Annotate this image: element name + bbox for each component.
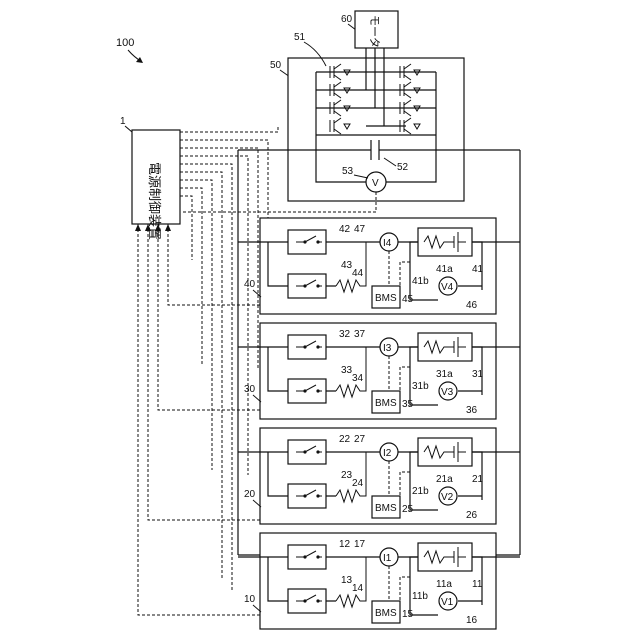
ammeter-ref: 27 (354, 434, 366, 445)
battery-ref: 41 (472, 264, 484, 275)
voltmeter-ref: 26 (466, 510, 478, 521)
controller-ref: 1 (120, 116, 126, 127)
cell-b-ref: 31b (412, 381, 429, 392)
voltmeter-ref: 46 (466, 300, 478, 311)
cell-b-ref: 41b (412, 276, 429, 287)
resistor-ref: 14 (352, 583, 364, 594)
voltmeter-symbol: V2 (441, 492, 454, 503)
module-ref: 30 (244, 384, 256, 395)
resistor-ref: 34 (352, 373, 364, 384)
battery-module-40: 40 42 47 I4 43 44 BMS 45 V4 46 41a 41b 4… (238, 218, 520, 314)
ammeter-symbol: I3 (383, 343, 392, 354)
main-switch-ref: 42 (339, 224, 351, 235)
bridge-ref: 51 (294, 32, 306, 43)
bms-label: BMS (375, 398, 397, 409)
voltmeter-ref: 53 (342, 166, 354, 177)
module-ref: 10 (244, 594, 256, 605)
module-ref: 40 (244, 279, 256, 290)
voltmeter-ref: 36 (466, 405, 478, 416)
voltmeter-symbol: V1 (441, 597, 454, 608)
cell-a-ref: 31a (436, 369, 453, 380)
cell-a-ref: 11a (436, 579, 452, 590)
battery-ref: 31 (472, 369, 484, 380)
battery-module-30: 30 32 37 I3 33 34 BMS 35 V3 36 31a 31b 3… (238, 323, 520, 419)
ammeter-ref: 37 (354, 329, 366, 340)
motor-ref: 60 (341, 14, 353, 25)
ammeter-symbol: I4 (383, 238, 392, 249)
ammeter-ref: 17 (354, 539, 366, 550)
controller-ref-leader (125, 126, 132, 132)
cell-a-ref: 21a (436, 474, 453, 485)
resistor-ref: 44 (352, 268, 364, 279)
bms-label: BMS (375, 293, 397, 304)
module-ref: 20 (244, 489, 256, 500)
battery-module-20: 20 22 27 I2 23 24 BMS 25 V2 26 21a 21b 2… (238, 428, 520, 524)
system-ref-arrowhead (136, 57, 143, 63)
cell-a-ref: 41a (436, 264, 453, 275)
resistor-ref: 24 (352, 478, 364, 489)
battery-ref: 21 (472, 474, 484, 485)
voltmeter-symbol: V3 (441, 387, 454, 398)
battery-module-10: 10 12 17 I1 13 14 BMS 15 V1 16 11a 11b 1… (238, 533, 520, 629)
ammeter-symbol: I1 (383, 553, 392, 564)
inverter-ref: 50 (270, 60, 282, 71)
precharge-switch-ref: 33 (341, 365, 353, 376)
main-switch-ref: 12 (339, 539, 351, 550)
system-ref: 100 (116, 37, 134, 49)
motor-label: モータ (368, 15, 381, 48)
bms-label: BMS (375, 503, 397, 514)
cell-b-ref: 11b (412, 591, 428, 602)
inverter-voltmeter-symbol: V (372, 178, 379, 189)
precharge-switch-ref: 13 (341, 575, 353, 586)
main-switch-ref: 22 (339, 434, 351, 445)
ammeter-symbol: I2 (383, 448, 392, 459)
cell-b-ref: 21b (412, 486, 429, 497)
voltmeter-symbol: V4 (441, 282, 454, 293)
ammeter-ref: 47 (354, 224, 366, 235)
main-switch-ref: 32 (339, 329, 351, 340)
precharge-switch-ref: 43 (341, 260, 353, 271)
precharge-switch-ref: 23 (341, 470, 353, 481)
bms-label: BMS (375, 608, 397, 619)
capacitor-ref: 52 (397, 162, 409, 173)
battery-ref: 11 (472, 579, 483, 590)
voltmeter-ref: 16 (466, 615, 478, 626)
